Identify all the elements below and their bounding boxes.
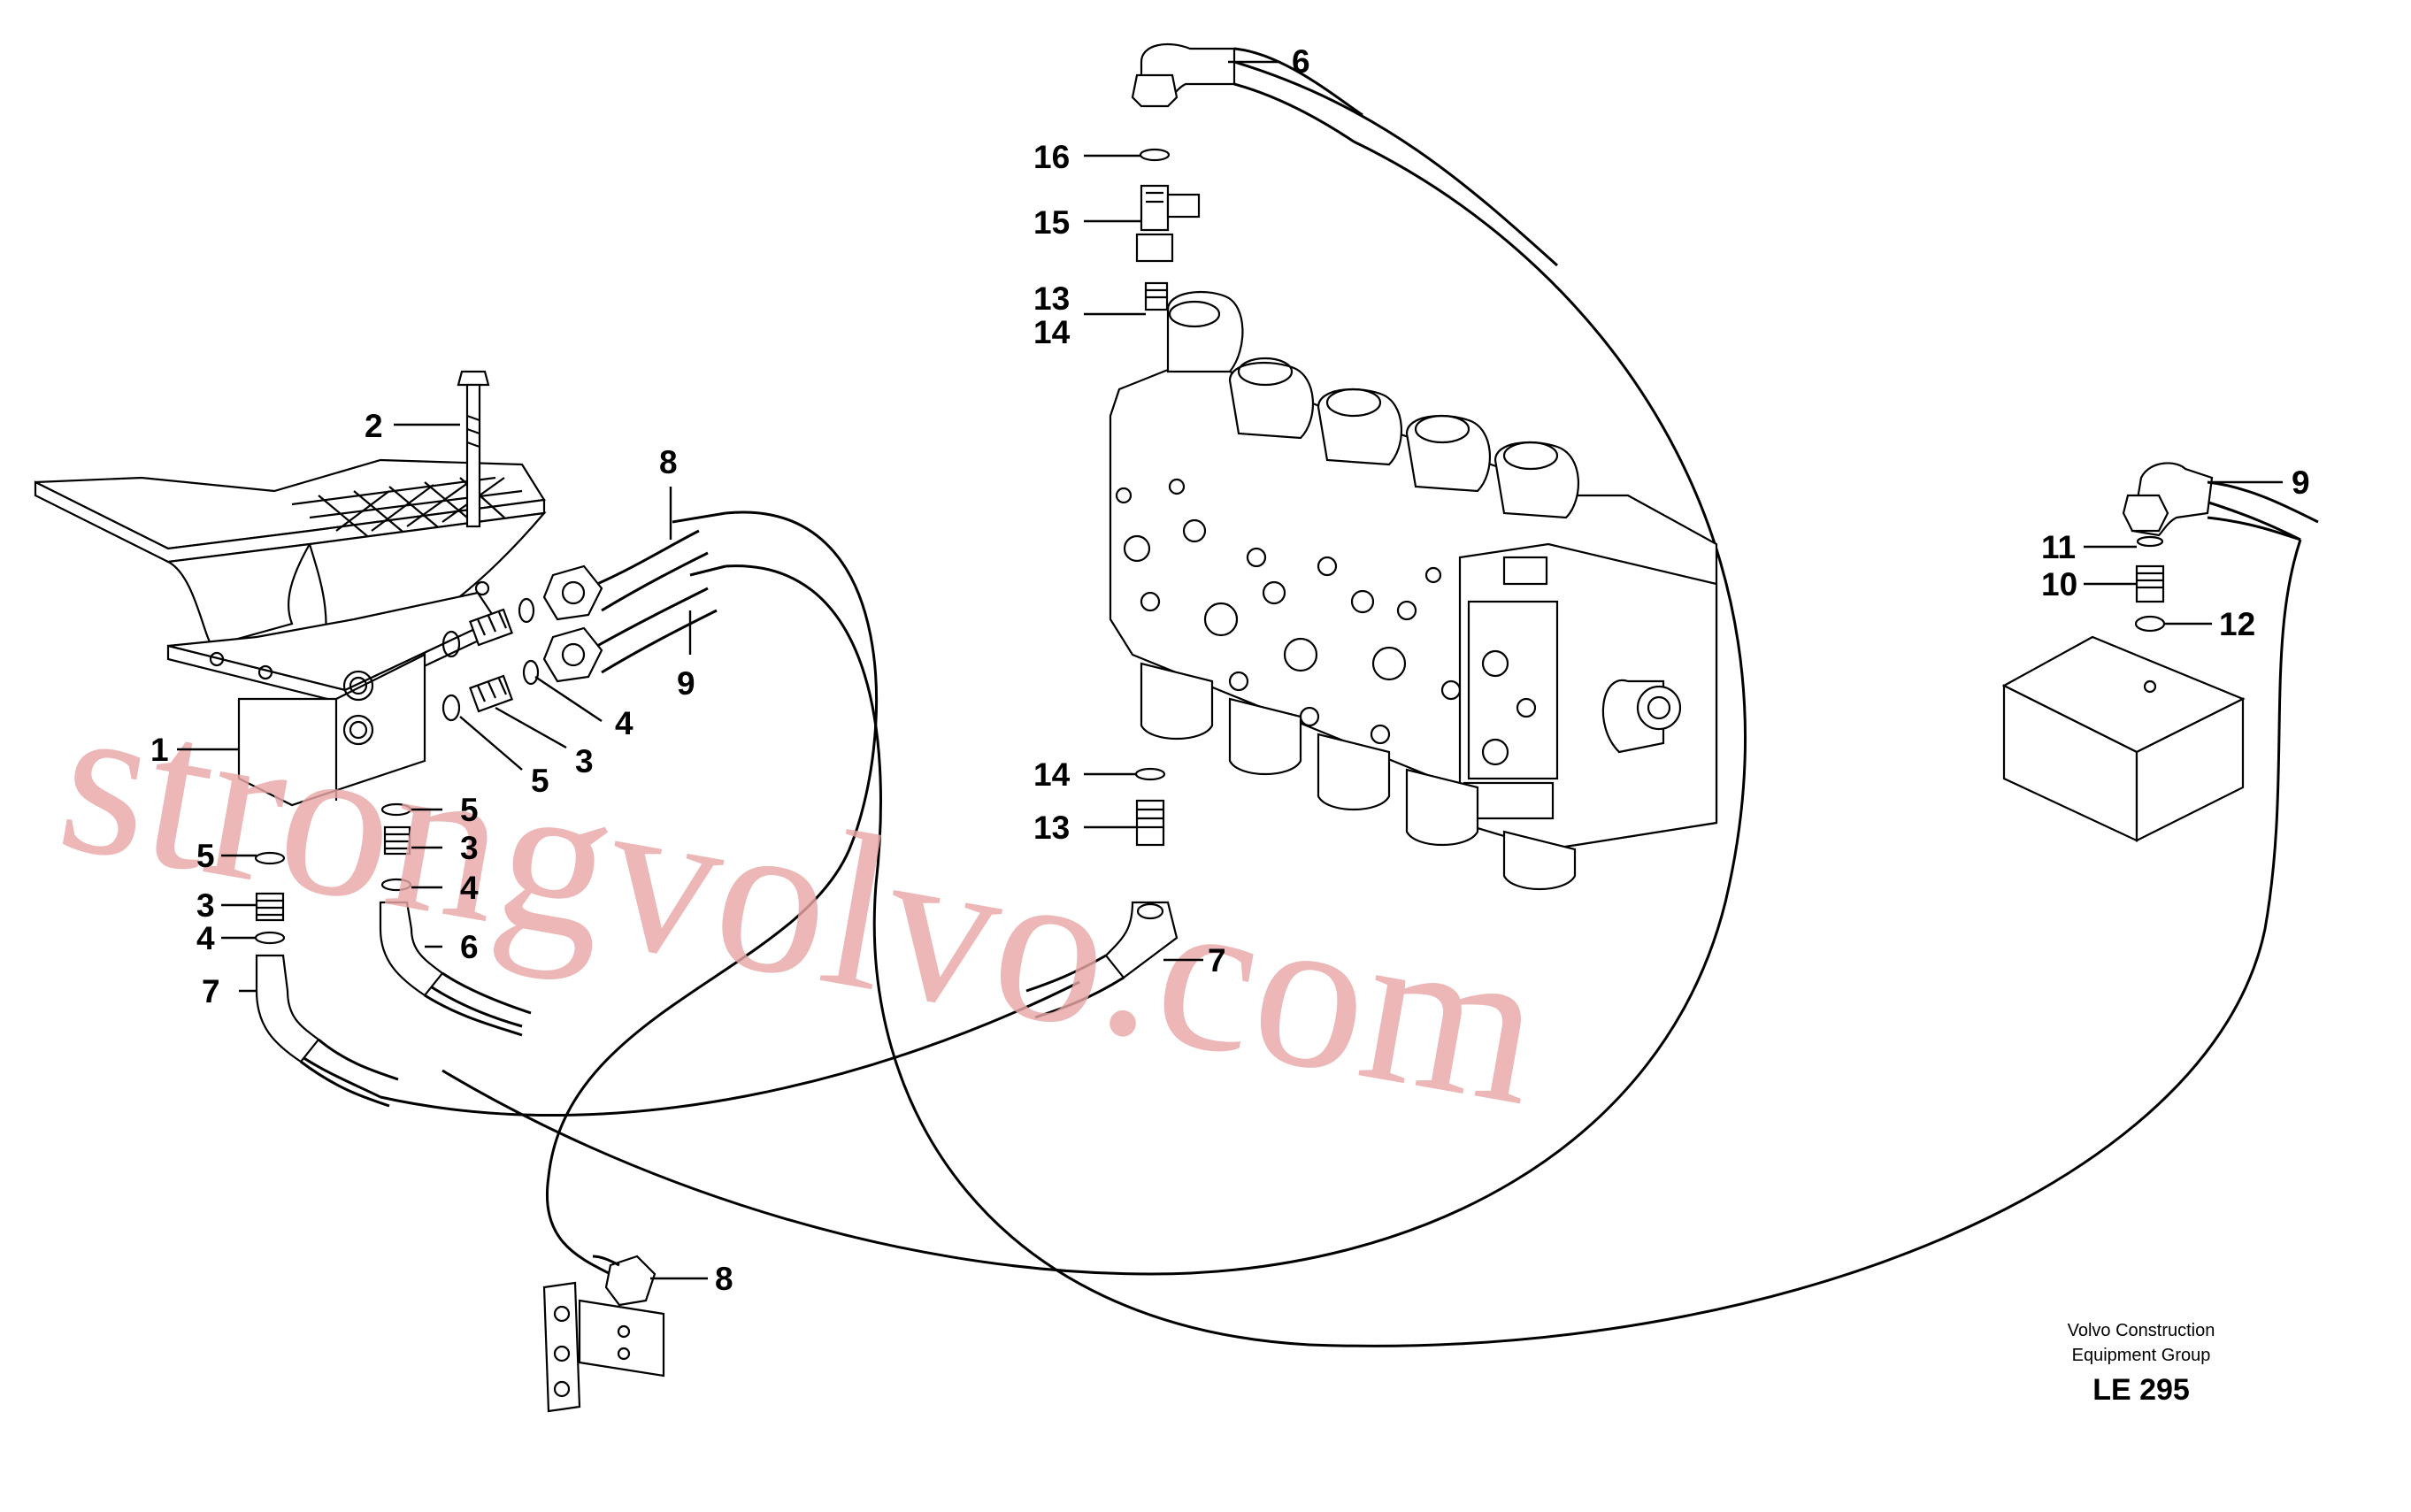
callout-7-left: 7 bbox=[202, 973, 220, 1009]
bottom-bracket bbox=[542, 1255, 665, 1413]
credit-block: Volvo Construction Equipment Group LE 29… bbox=[2068, 1321, 2215, 1407]
callout-10: 10 bbox=[2041, 566, 2077, 602]
callout-6-top: 6 bbox=[1292, 43, 1310, 80]
leader-lines bbox=[177, 60, 2283, 1280]
callout-4-right: 4 bbox=[615, 705, 633, 741]
pedal-fittings bbox=[442, 511, 726, 722]
callout-8-top: 8 bbox=[659, 444, 678, 480]
callout-7-right: 7 bbox=[1208, 942, 1226, 979]
callout-3-b: 3 bbox=[196, 887, 215, 924]
pedal-assembly bbox=[34, 370, 547, 807]
hose-7-curve bbox=[380, 980, 1080, 1117]
callout-labels: 6 16 15 13 14 2 8 9 4 3 5 1 5 3 4 7 5 3 … bbox=[150, 43, 2310, 1297]
callout-1: 1 bbox=[150, 732, 169, 768]
bolt-2 bbox=[457, 370, 490, 528]
callout-5-b: 5 bbox=[196, 838, 215, 874]
callout-15: 15 bbox=[1033, 204, 1070, 241]
hose-6-top bbox=[1233, 60, 1559, 267]
callout-5-right: 5 bbox=[531, 763, 549, 799]
callout-8-bottom: 8 bbox=[715, 1261, 733, 1297]
valve-sections bbox=[1166, 290, 1580, 519]
tee-fitting-15 bbox=[1135, 184, 1201, 263]
elbow-7 bbox=[255, 954, 320, 1063]
callout-4-b: 4 bbox=[196, 920, 215, 956]
hose-nut-8 bbox=[542, 511, 726, 621]
valve-holes bbox=[1115, 478, 1462, 745]
hose-6-curve bbox=[442, 140, 1747, 1276]
callout-14-low: 14 bbox=[1033, 756, 1071, 793]
callout-3-a: 3 bbox=[460, 830, 479, 866]
callout-2: 2 bbox=[365, 408, 383, 444]
elbow-6 bbox=[379, 901, 444, 997]
credit-line-1: Volvo Construction bbox=[2068, 1321, 2215, 1340]
hose-nut-9 bbox=[542, 564, 726, 683]
callout-14-top: 14 bbox=[1033, 314, 1071, 350]
hose-8-curve bbox=[546, 510, 879, 1276]
callout-9-right: 9 bbox=[2292, 464, 2310, 501]
lower-fittings bbox=[254, 802, 532, 1108]
callout-12: 12 bbox=[2219, 606, 2255, 642]
pedal-hatch bbox=[291, 476, 523, 541]
callout-16: 16 bbox=[1033, 139, 1070, 175]
hose-9-curve bbox=[725, 539, 2302, 1347]
credit-line-2: Equipment Group bbox=[2072, 1346, 2211, 1365]
control-valve bbox=[1025, 42, 1718, 1019]
sheet-number: LE 295 bbox=[2092, 1373, 2190, 1407]
callout-13-low: 13 bbox=[1033, 810, 1070, 846]
callout-13-top: 13 bbox=[1033, 280, 1070, 317]
callout-9-mid: 9 bbox=[677, 665, 695, 702]
pedal-body bbox=[165, 542, 312, 648]
callout-5-a: 5 bbox=[460, 792, 479, 828]
callout-11: 11 bbox=[2041, 529, 2076, 565]
callout-3-right: 3 bbox=[575, 743, 594, 779]
hose-lines bbox=[282, 60, 2302, 1347]
tank bbox=[2001, 462, 2319, 842]
fitting-upper bbox=[469, 608, 513, 647]
callout-4-a: 4 bbox=[460, 870, 479, 906]
valve-bottom-ports bbox=[1140, 662, 1577, 890]
fitting-lower bbox=[469, 674, 513, 713]
callout-6-left: 6 bbox=[460, 929, 479, 965]
